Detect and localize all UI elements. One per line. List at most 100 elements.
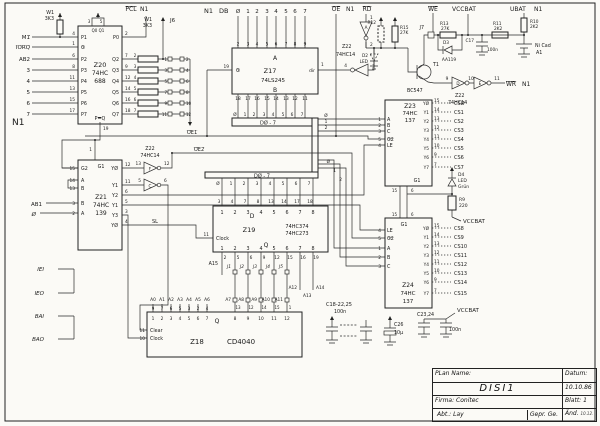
top-labels-text: Ø [236,8,241,15]
z18-text: 4 [206,306,209,311]
resnet-j6-text: 2 [186,57,189,62]
power-text: C17 [466,38,475,44]
z19-text: 13 [268,199,274,205]
ic-z17-74ls245 [85,14,408,267]
z17-text: 6 [295,181,298,187]
z21-text: 74HC14 [140,153,159,159]
z24-text: A [387,246,391,252]
z17-text: 74HC14 [336,52,355,58]
z18-text: 7 [206,316,209,322]
z18-text: 12 [248,305,254,310]
z20-text: W1 [46,10,54,16]
z17-text: DØ - 7 [254,173,270,180]
z21-text: A [81,178,85,184]
resnet-j6-text: 3 [164,68,167,73]
z24-text: B [387,255,390,261]
z24-text: Y7 [423,291,430,297]
resnet-j6-text: 3 [134,64,137,69]
top-labels-text: VCCBAT [452,6,476,13]
z18-box [146,311,303,358]
z24-text: Ø [327,158,331,165]
z23-text: Y3 [423,128,430,134]
power-text: 100n [487,47,498,53]
z17-text: OE1 [187,130,197,136]
z20-text: 19 [103,126,109,132]
top-labels-text: WE [428,6,438,13]
z20-text: P1 [81,35,87,41]
z19-text: 3 [218,199,221,205]
z24-text: 10 [434,268,440,274]
z23-text: CS1 [454,110,464,116]
j7-pad [427,31,435,39]
z23-text: 10 [434,143,440,149]
z17-text: 3 [256,181,259,187]
data-bus-sub [204,171,319,179]
z23-text: CS2 [454,119,464,125]
z19-text: 4 [259,210,262,216]
z18-text: 1 [289,305,292,310]
z21-text: Y2 [111,193,118,199]
z19-text: 74HC374 [285,224,308,230]
z20-text: IORQ [16,45,31,51]
z21-text: G2 [81,166,88,172]
z19-text: 18 [307,199,313,205]
z19-text: 3 [246,246,249,252]
z24-text: CS13 [454,271,467,277]
z19-text: 4 [259,246,262,252]
z24-cs-wires [432,227,451,294]
z18-text: 9 [152,306,155,311]
z24-text: G2 [387,236,394,242]
z21-text: Z21 [95,194,107,201]
z18-text: 3 [170,316,173,322]
z17-text: 1 [230,181,233,187]
inverter-d-icon [451,76,466,90]
z17-text: 16 [254,96,260,102]
z24-text: 2 [378,255,381,261]
ic-z19-74hc374 [212,178,329,312]
z24-text: 4 [378,228,381,234]
caps-text: 10µ [394,330,403,336]
z17-text: 1 [244,112,247,118]
z20-text: P3 [81,68,87,74]
z23-text: VCCBAT [463,219,486,225]
z20-text: P=Q [95,116,106,122]
z20-text: AB2 [19,57,30,63]
z23-text: 5 [378,137,381,143]
aend-label: Änd. [565,410,579,417]
z20-text: 7 [125,53,128,59]
z18-text: 9 [247,316,250,322]
power-text: Ni Cad [535,43,551,49]
blatt-value: 1 [583,397,587,404]
z23-text: G1 [414,178,421,184]
z23-text: CS4 [454,137,464,143]
page-frame [4,2,596,422]
z20-output-wires [122,58,138,115]
z21-text: 14 [70,178,76,184]
abt-field: Abt.: Lay [437,411,464,418]
z20-text: P0 [113,35,119,41]
z20-text: 4 [72,31,75,37]
power-text: 11 [494,76,500,82]
z19-text: A10 [262,297,271,303]
z21-text: Y3 [111,213,118,219]
z17-text: 3 [247,42,250,48]
top-labels-text: 5 [284,9,288,15]
resnet-j6-text: 11 [162,112,168,117]
z18-a-stubs [152,304,208,312]
z18-text: A2 [168,297,174,303]
z18-text: CD4040 [227,338,255,346]
z19-text: Q [264,242,269,249]
z20-text: 6 [27,101,31,107]
z20-text: 5 [27,90,31,96]
z24-text: 1 [333,168,336,174]
blatt-field: Blatt: 1 [562,395,596,408]
z24-text: CS8 [454,226,464,232]
z24-text: Y5 [423,271,430,277]
z19-text: 9 [263,255,266,261]
z21-text: 6 [164,178,167,184]
z17-text: 74LS245 [261,78,286,84]
z21-text: 3 [72,201,75,207]
z23-text: CS6 [454,155,464,161]
z24-abc-taps [318,159,385,267]
